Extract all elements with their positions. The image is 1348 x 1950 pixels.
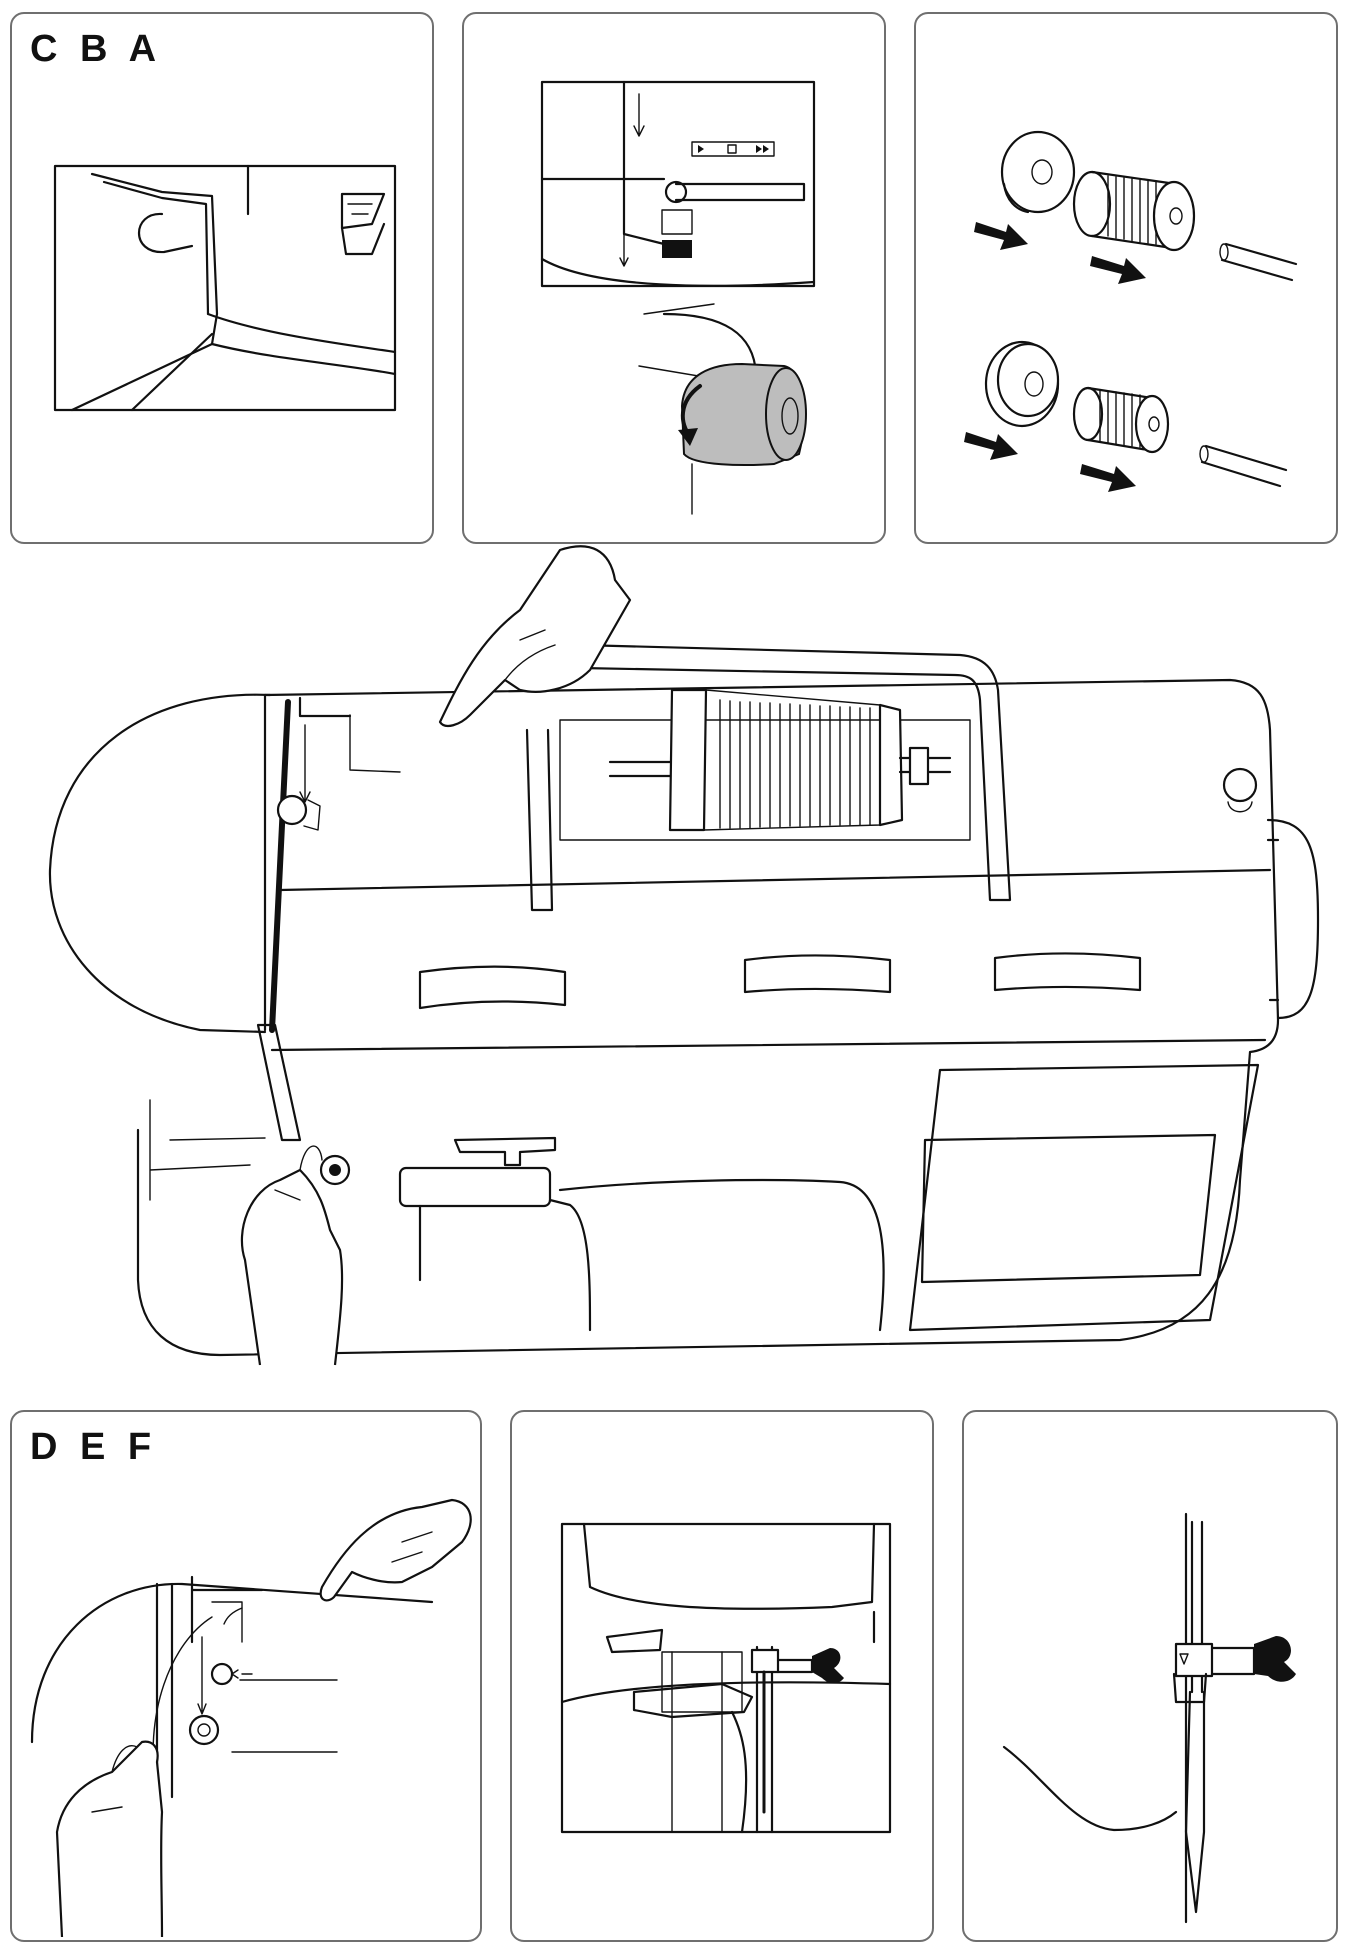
needle-area-illustration [560,1522,892,1834]
hand-icon [319,1498,472,1602]
thread-spool-icon [1072,386,1170,454]
panel-upper-threading: D E F [10,1410,482,1942]
spool-cap-icon [984,340,1060,428]
spool-pin-icon [1219,242,1298,282]
panel-spool-cap-sizes [914,12,1338,544]
panel-handwheel [462,12,886,544]
thread-spool-icon [1072,170,1196,252]
handwheel-illustration [540,80,816,515]
hand-icon [438,545,632,728]
panel-thread-guide-detail: C B A [10,12,434,544]
arrow-icon [974,222,1146,284]
needle-icon [1184,1520,1206,1914]
panel-needle-area [510,1410,934,1942]
thread-spool-icon [668,688,904,832]
panel-label-def: D E F [30,1426,158,1468]
hand-icon [240,1145,344,1366]
thread-guide-detail-illustration [53,164,397,412]
spool-cap-icon [1000,130,1076,214]
sewing-machine-threading-illustration [48,545,1320,1366]
panel-label-cba: C B A [30,28,163,70]
spool-pin-icon [1199,444,1288,488]
panel-needle-threaded [962,1410,1338,1942]
spool-cap-sizes-illustration [964,130,1298,492]
arrow-icon [964,432,1136,492]
handwheel-icon [680,362,807,466]
thread-guide-icon [340,192,386,256]
needle-threaded-illustration [1002,1512,1296,1924]
upper-threading-illustration [30,1498,472,1938]
hand-icon [55,1740,164,1938]
